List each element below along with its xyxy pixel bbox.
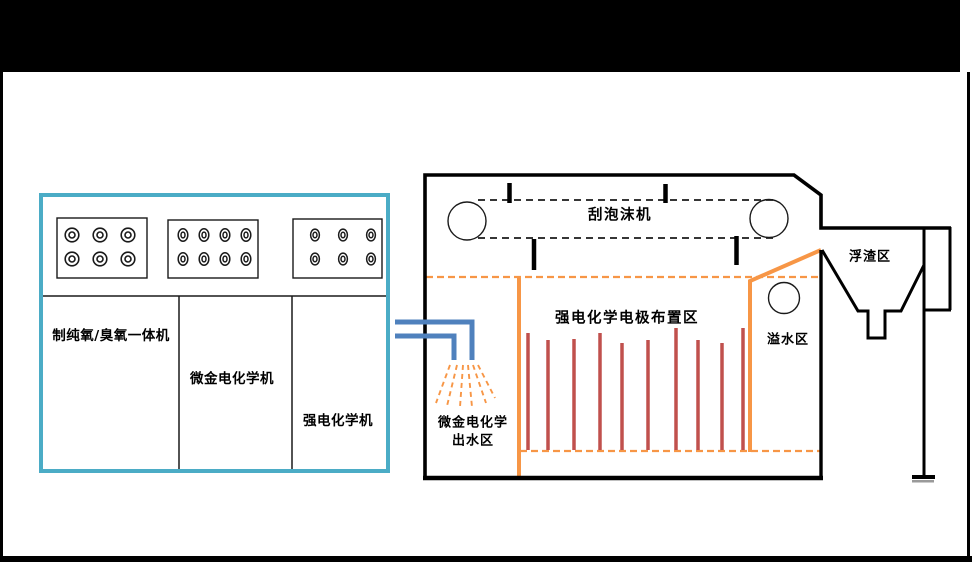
foot-shadow: [912, 480, 934, 483]
control-panels: [56, 217, 383, 279]
panel-2-knob-icons: [177, 227, 252, 267]
control-panel-1: [56, 217, 148, 279]
control-panel-3: [292, 218, 383, 279]
frame-bottom-bar: [0, 556, 972, 562]
spray-jet-lines: [435, 364, 496, 408]
panel-3-knob-icons: [309, 228, 377, 266]
baffle-lines: [517, 248, 822, 477]
frame-top-bar: [0, 0, 960, 72]
label-scum-zone: 浮渣区: [848, 249, 892, 265]
scraper-blades: [507, 183, 739, 270]
feed-pipe-upper: [395, 319, 475, 360]
label-oxygen-ozone-machine: 制纯氧/臭氧一体机: [52, 328, 170, 344]
pulley-left-icon: [447, 201, 487, 241]
overflow-port-icon: [767, 281, 801, 315]
scum-weir-baffle: [748, 248, 822, 452]
label-electrode-zone: 强电化学电极布置区: [555, 310, 699, 327]
label-outlet-zone-line1: 微金电化学: [437, 415, 509, 431]
feed-pipes: [395, 319, 475, 360]
control-panel-2: [167, 219, 259, 279]
foam-scraper-conveyor: [447, 183, 789, 270]
water-level-lines: [426, 275, 820, 453]
machine-box-dividers: [43, 295, 386, 469]
tank-wall-top: [423, 173, 951, 478]
scum-funnel: [820, 249, 926, 340]
pulley-right-icon: [749, 198, 789, 239]
frame-left-border: [0, 72, 3, 556]
feed-pipe-lower: [395, 333, 457, 360]
label-micro-gold-electrochemical-machine: 微金电化学机: [190, 371, 274, 387]
label-outlet-zone-line2: 出水区: [451, 433, 495, 449]
machine-box-outline: [39, 193, 390, 473]
electrode-bars: [526, 328, 745, 450]
label-strong-electrochemical-machine: 强电化学机: [303, 413, 373, 429]
label-overflow-zone: 溢水区: [766, 332, 810, 348]
frame-right-border: [967, 72, 970, 556]
tank-outline: [423, 173, 952, 483]
label-foam-scraper: 刮泡沫机: [588, 207, 652, 224]
panel-1-knob-icons: [64, 227, 136, 267]
